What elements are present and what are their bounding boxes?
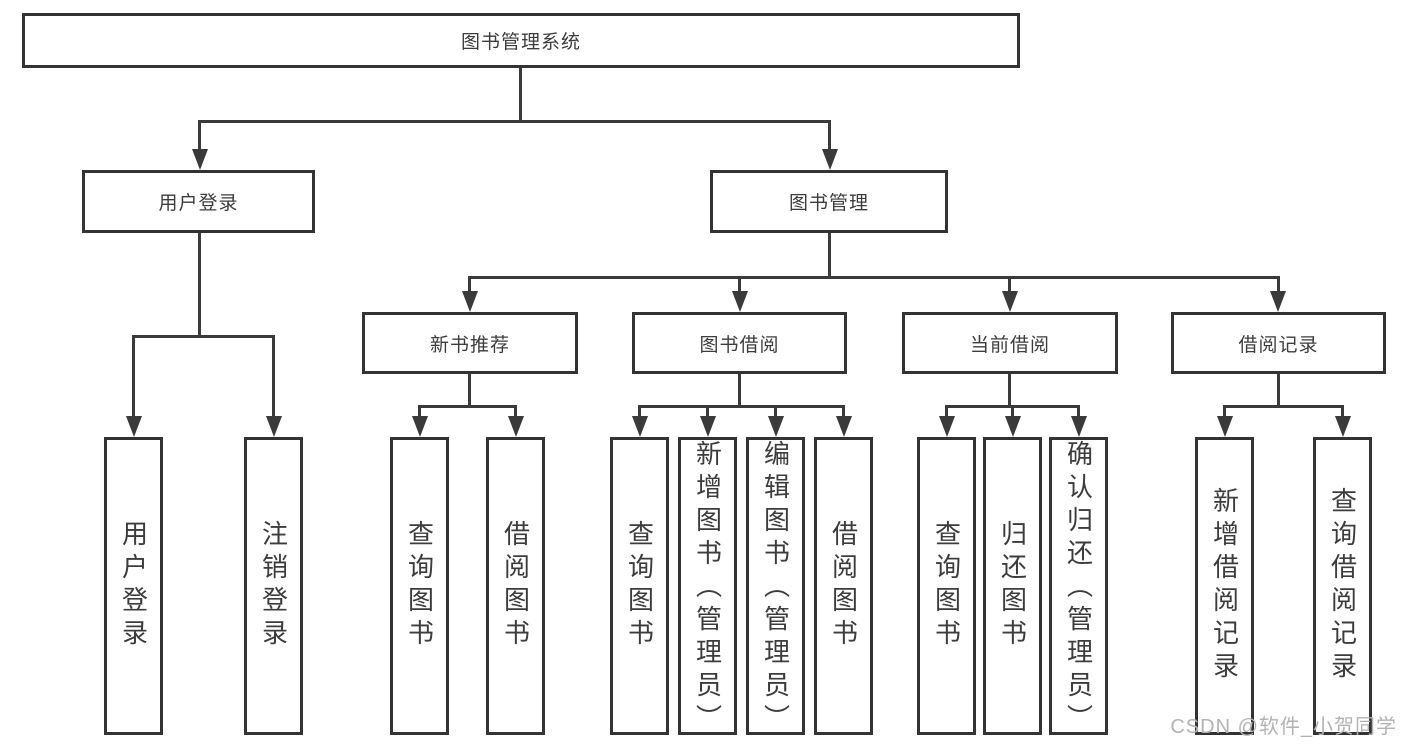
- leaf-label: 查询借阅记录: [1327, 487, 1358, 685]
- connector-root-drop-left: [198, 120, 201, 152]
- connector-currentborrow-drop-2: [1011, 405, 1014, 418]
- leaf-add-borrow-record: 新增借阅记录: [1195, 437, 1254, 735]
- arrow-down-icon: [768, 416, 784, 437]
- arrow-down-icon: [1270, 291, 1286, 312]
- leaf-label: 确认归还（管理员）: [1063, 440, 1094, 737]
- leaf-label: 用户登录: [118, 520, 149, 652]
- arrow-down-icon: [732, 291, 748, 312]
- leaf-label: 编辑图书（管理员）: [760, 440, 791, 737]
- connector-bookborrow-drop-3: [774, 405, 777, 418]
- connector-userlogin-stem: [198, 233, 201, 335]
- leaf-label: 借阅图书: [500, 520, 531, 652]
- leaf-label: 查询图书: [931, 520, 962, 652]
- leaf-label: 注销登录: [258, 520, 289, 652]
- node-user-login: 用户登录: [82, 170, 315, 233]
- arrow-down-icon: [1071, 416, 1087, 437]
- arrow-down-icon: [1002, 291, 1018, 312]
- arrow-down-icon: [822, 149, 838, 170]
- leaf-add-book-admin: 新增图书（管理员）: [678, 437, 737, 737]
- connector-bookmgmt-drop-4: [1277, 276, 1280, 292]
- connector-userlogin-drop-2: [272, 335, 275, 418]
- connector-currentborrow-drop-3: [1077, 405, 1080, 418]
- connector-root-bar: [198, 120, 831, 123]
- leaf-query-book-borrow: 查询图书: [610, 437, 669, 735]
- arrow-down-icon: [508, 416, 524, 437]
- arrow-down-icon: [700, 416, 716, 437]
- connector-bookmgmt-drop-1: [468, 276, 471, 292]
- arrow-down-icon: [1005, 416, 1021, 437]
- connector-newbook-bar: [418, 405, 517, 408]
- connector-bookmgmt-bar: [468, 276, 1280, 279]
- connector-currentborrow-drop-1: [945, 405, 948, 418]
- node-book-management: 图书管理: [710, 170, 948, 233]
- connector-userlogin-drop-1: [132, 335, 135, 418]
- node-new-book-recommend: 新书推荐: [362, 312, 578, 374]
- connector-bookborrow-bar: [638, 405, 845, 408]
- node-book-borrow: 图书借阅: [632, 312, 847, 374]
- connector-bookmgmt-drop-2: [738, 276, 741, 292]
- connector-root-stem: [519, 68, 522, 120]
- leaf-label: 借阅图书: [828, 520, 859, 652]
- arrow-down-icon: [1217, 416, 1233, 437]
- connector-borrowrecord-drop-2: [1341, 405, 1344, 418]
- leaf-query-book-recommend: 查询图书: [390, 437, 449, 735]
- leaf-label: 新增借阅记录: [1209, 487, 1240, 685]
- arrow-down-icon: [632, 416, 648, 437]
- connector-bookborrow-drop-4: [842, 405, 845, 418]
- connector-bookborrow-drop-2: [706, 405, 709, 418]
- leaf-logout: 注销登录: [244, 437, 303, 735]
- arrow-down-icon: [462, 291, 478, 312]
- watermark: CSDN @软件_小贺同学: [1170, 716, 1397, 738]
- leaf-label: 新增图书（管理员）: [692, 440, 723, 737]
- connector-newbook-stem: [468, 374, 471, 407]
- connector-bookmgmt-drop-3: [1008, 276, 1011, 292]
- arrow-down-icon: [1335, 416, 1351, 437]
- leaf-borrow-book-recommend: 借阅图书: [486, 437, 545, 735]
- connector-newbook-drop-2: [514, 405, 517, 418]
- leaf-edit-book-admin: 编辑图书（管理员）: [746, 437, 805, 737]
- leaf-label: 查询图书: [404, 520, 435, 652]
- leaf-return-book: 归还图书: [983, 437, 1042, 735]
- leaf-confirm-return-admin: 确认归还（管理员）: [1049, 437, 1108, 737]
- leaf-borrow-book: 借阅图书: [814, 437, 873, 735]
- leaf-query-book-current: 查询图书: [917, 437, 976, 735]
- connector-currentborrow-stem: [1008, 374, 1011, 407]
- arrow-down-icon: [126, 416, 142, 437]
- node-borrow-record: 借阅记录: [1171, 312, 1386, 374]
- arrow-down-icon: [412, 416, 428, 437]
- arrow-down-icon: [836, 416, 852, 437]
- leaf-query-borrow-record: 查询借阅记录: [1313, 437, 1372, 735]
- leaf-label: 归还图书: [997, 520, 1028, 652]
- connector-borrowrecord-stem: [1277, 374, 1280, 407]
- node-current-borrow: 当前借阅: [902, 312, 1118, 374]
- connector-userlogin-bar: [132, 335, 275, 338]
- arrow-down-icon: [939, 416, 955, 437]
- node-library-management-system: 图书管理系统: [22, 13, 1020, 68]
- connector-borrowrecord-drop-1: [1223, 405, 1226, 418]
- leaf-user-login: 用户登录: [104, 437, 163, 735]
- leaf-label: 查询图书: [624, 520, 655, 652]
- connector-root-drop-right: [828, 120, 831, 152]
- connector-bookmgmt-stem: [828, 233, 831, 276]
- connector-newbook-drop-1: [418, 405, 421, 418]
- connector-borrowrecord-bar: [1223, 405, 1344, 408]
- connector-bookborrow-stem: [738, 374, 741, 407]
- arrow-down-icon: [266, 416, 282, 437]
- arrow-down-icon: [192, 149, 208, 170]
- connector-bookborrow-drop-1: [638, 405, 641, 418]
